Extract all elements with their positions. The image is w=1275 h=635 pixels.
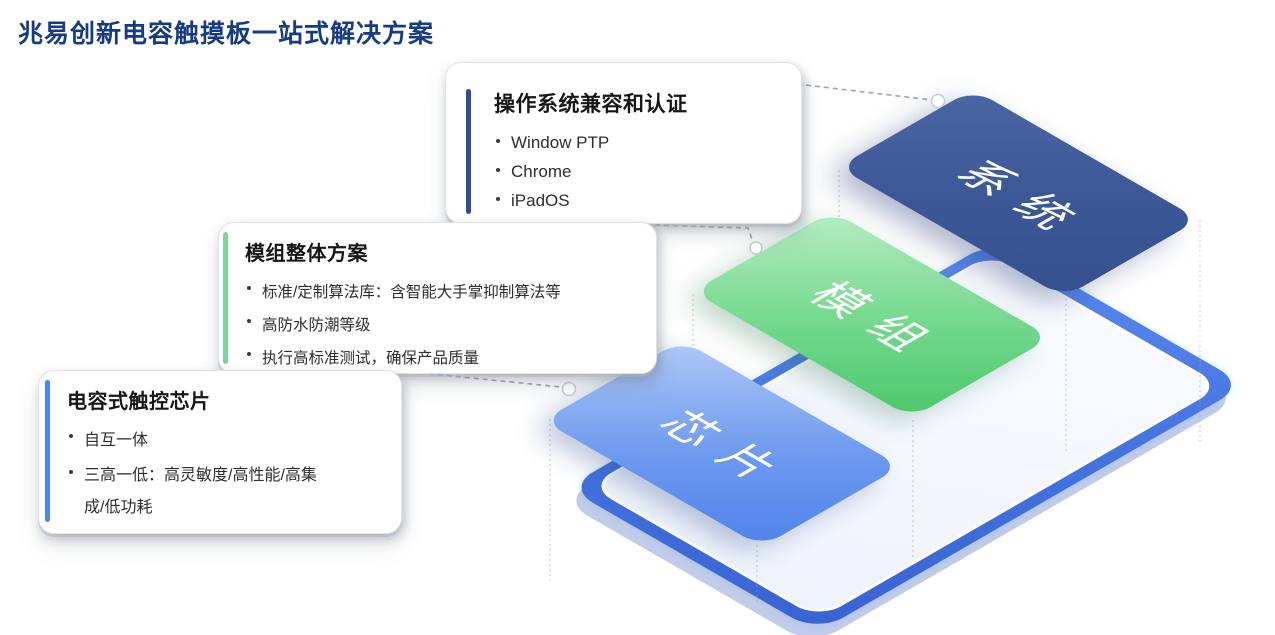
card-bullet-list: Window PTP Chrome iPadOS <box>494 128 791 215</box>
connector-line <box>796 83 933 101</box>
layer-system-label: 系统 <box>944 153 1105 246</box>
bullet-item: iPadOS <box>494 186 791 215</box>
bullet-item: 自互一体 <box>67 424 391 458</box>
card-accent-bar <box>223 232 228 364</box>
bullet-item: Window PTP <box>494 128 791 157</box>
card-accent-bar <box>45 380 50 522</box>
connector-line <box>654 224 755 246</box>
card-title: 模组整体方案 <box>245 243 368 265</box>
bullet-item: Chrome <box>494 157 791 186</box>
bullet-item: 高防水防潮等级 <box>245 309 646 342</box>
card-bullet-list: 标准/定制算法库：含智能大手掌抑制算法等 高防水防潮等级 执行高标准测试，确保产… <box>245 276 646 375</box>
card-module-solution: 模组整体方案 标准/定制算法库：含智能大手掌抑制算法等 高防水防潮等级 执行高标… <box>218 222 657 374</box>
bullet-item: 执行高标准测试，确保产品质量 <box>245 342 646 375</box>
layer-module-label: 模组 <box>798 275 958 367</box>
card-touch-chip: 电容式触控芯片 自互一体 三高一低：高灵敏度/高性能/高集成/低功耗 <box>38 370 402 534</box>
page-title: 兆易创新电容触摸板一站式解决方案 <box>18 20 435 48</box>
card-title: 操作系统兼容和认证 <box>494 93 688 116</box>
card-os-compatibility: 操作系统兼容和认证 Window PTP Chrome iPadOS <box>445 62 802 224</box>
layer-chip-label: 芯片 <box>648 404 808 496</box>
bullet-item: 标准/定制算法库：含智能大手掌抑制算法等 <box>245 276 646 309</box>
card-accent-bar <box>466 89 471 214</box>
connector-dot <box>561 381 577 397</box>
bullet-item: 三高一低：高灵敏度/高性能/高集成/低功耗 <box>67 460 336 524</box>
card-bullet-list: 自互一体 三高一低：高灵敏度/高性能/高集成/低功耗 <box>67 424 391 524</box>
card-title: 电容式触控芯片 <box>67 391 211 413</box>
